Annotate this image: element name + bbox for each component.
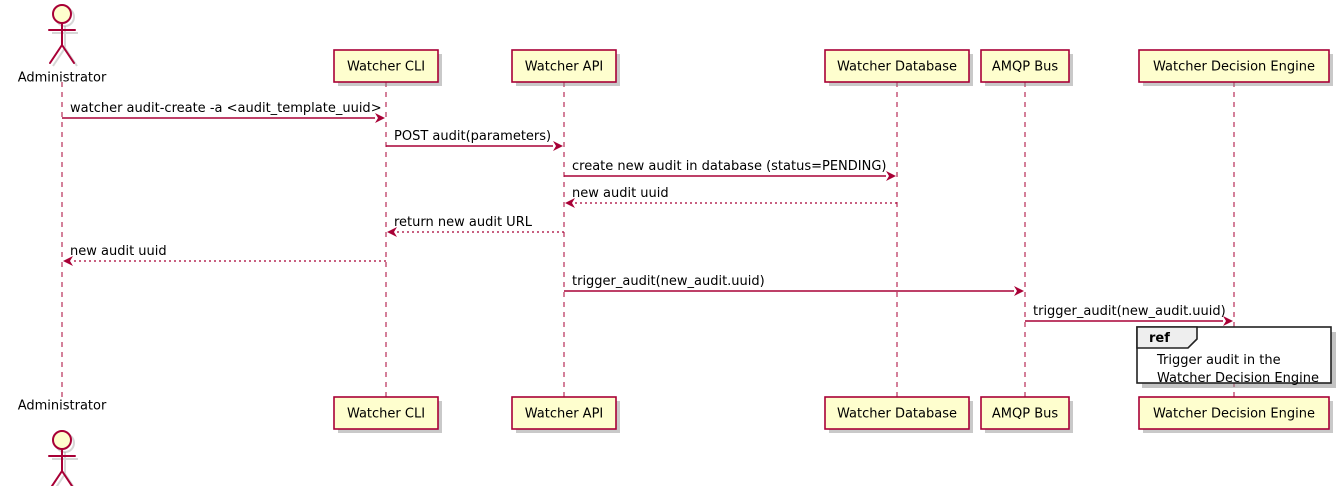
message-label-m2: POST audit(parameters)	[394, 129, 551, 144]
message-m6: new audit uuid	[63, 244, 386, 266]
message-arrowhead-m4	[565, 198, 575, 208]
participant-box	[824, 396, 970, 430]
participant-watcher-decision-engine[interactable]: Watcher Decision Engine	[1138, 49, 1333, 86]
message-arrowhead-m7	[1014, 286, 1024, 296]
participant-watcher-decision-engine[interactable]: Watcher Decision Engine	[1138, 396, 1333, 433]
participant-amqp-bus[interactable]: AMQP Bus	[980, 396, 1073, 433]
participant-box	[980, 49, 1070, 83]
participant-label-watcher-decision-engine: Watcher Decision Engine	[1153, 60, 1315, 75]
ref-tab	[1136, 326, 1198, 349]
message-m4: new audit uuid	[565, 186, 897, 208]
participant-watcher-cli[interactable]: Watcher CLI	[333, 396, 442, 433]
participant-label-amqp-bus: AMQP Bus	[992, 407, 1058, 422]
actor-label-administrator: Administrator	[18, 71, 107, 86]
participant-label-watcher-database: Watcher Database	[837, 60, 957, 75]
message-arrowhead-m5	[387, 227, 397, 237]
participant-watcher-api[interactable]: Watcher API	[511, 49, 620, 86]
actor-label-administrator: Administrator	[18, 399, 107, 414]
ref-line-0: Trigger audit in the	[1156, 353, 1281, 368]
participant-box	[980, 396, 1070, 430]
actor-body	[48, 22, 76, 64]
message-label-m6: new audit uuid	[70, 244, 167, 259]
participant-watcher-api[interactable]: Watcher API	[511, 396, 620, 433]
participant-box	[511, 49, 617, 83]
actor-administrator[interactable]: Administrator	[18, 4, 107, 86]
participant-watcher-database[interactable]: Watcher Database	[824, 49, 973, 86]
participant-watcher-cli[interactable]: Watcher CLI	[333, 49, 442, 86]
message-arrowhead-m8	[1223, 316, 1233, 326]
actor-body	[48, 448, 76, 486]
message-arrowhead-m6	[63, 256, 73, 266]
message-m2: POST audit(parameters)	[386, 129, 563, 151]
actor-shadow-body	[52, 452, 78, 486]
message-label-m1: watcher audit-create -a <audit_template_…	[70, 101, 382, 116]
message-arrowhead-m3	[886, 171, 896, 181]
message-m8: trigger_audit(new_audit.uuid)	[1025, 304, 1233, 326]
message-label-m3: create new audit in database (status=PEN…	[572, 159, 887, 174]
participant-label-watcher-decision-engine: Watcher Decision Engine	[1153, 407, 1315, 422]
participant-box	[1138, 49, 1330, 83]
message-arrowhead-m1	[375, 113, 385, 123]
participant-box	[511, 396, 617, 430]
participant-box	[1138, 396, 1330, 430]
actor-administrator[interactable]: Administrator	[18, 399, 107, 486]
ref-line-1: Watcher Decision Engine	[1157, 371, 1319, 386]
participant-label-amqp-bus: AMQP Bus	[992, 60, 1058, 75]
participant-box	[824, 49, 970, 83]
participant-label-watcher-api: Watcher API	[525, 407, 604, 422]
participant-box	[333, 49, 439, 83]
message-m3: create new audit in database (status=PEN…	[564, 159, 896, 181]
participant-watcher-database[interactable]: Watcher Database	[824, 396, 973, 433]
message-label-m7: trigger_audit(new_audit.uuid)	[572, 274, 765, 289]
participant-label-watcher-cli: Watcher CLI	[347, 60, 425, 75]
actor-shadow-body	[52, 26, 78, 67]
participant-label-watcher-cli: Watcher CLI	[347, 407, 425, 422]
message-m7: trigger_audit(new_audit.uuid)	[564, 274, 1024, 296]
participant-label-watcher-api: Watcher API	[525, 60, 604, 75]
message-label-m4: new audit uuid	[572, 186, 669, 201]
message-label-m8: trigger_audit(new_audit.uuid)	[1033, 304, 1226, 319]
actor-head	[52, 4, 72, 24]
message-m1: watcher audit-create -a <audit_template_…	[62, 101, 385, 123]
actor-head	[52, 430, 72, 450]
participant-label-watcher-database: Watcher Database	[837, 407, 957, 422]
message-arrowhead-m2	[553, 141, 563, 151]
ref-tab-label: ref	[1149, 331, 1170, 346]
participant-box	[333, 396, 439, 430]
participant-amqp-bus[interactable]: AMQP Bus	[980, 49, 1073, 86]
message-label-m5: return new audit URL	[394, 215, 533, 230]
message-m5: return new audit URL	[387, 215, 564, 237]
